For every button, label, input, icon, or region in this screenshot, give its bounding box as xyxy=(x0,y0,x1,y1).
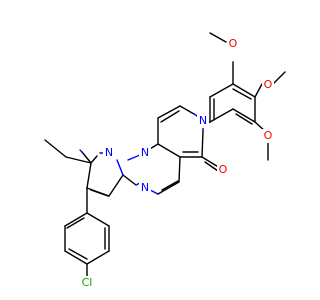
molecule-structure: N N N N O O O O Cl xyxy=(44,32,286,290)
chlorophenyl-ring xyxy=(64,187,110,277)
bond xyxy=(108,174,124,197)
bond xyxy=(178,156,181,183)
bond xyxy=(209,83,234,98)
bond xyxy=(161,180,179,191)
bond xyxy=(201,130,204,158)
bond xyxy=(149,189,159,195)
molecule-canvas: N N N N O O O O Cl xyxy=(44,32,286,290)
atom-label-o: O xyxy=(264,78,273,91)
atom-labels: N N N N O O O O Cl xyxy=(78,37,274,290)
bond xyxy=(235,113,253,125)
pyrazole-ring xyxy=(79,149,124,197)
pyrimidine-ring xyxy=(122,143,181,195)
trimethoxyphenyl-ring xyxy=(209,83,256,125)
atom-label-o: O xyxy=(264,129,273,142)
bond xyxy=(65,156,92,164)
bond xyxy=(86,250,110,265)
bond xyxy=(157,181,180,195)
ethyl-group xyxy=(44,139,92,164)
atom-label-n: N xyxy=(105,146,113,159)
atom-label-o: O xyxy=(219,163,228,176)
bond xyxy=(232,108,256,123)
bond xyxy=(44,139,67,158)
bond xyxy=(272,71,286,85)
bond xyxy=(79,149,83,153)
atom-label-cl: Cl xyxy=(82,276,93,289)
bond xyxy=(232,88,252,100)
bond xyxy=(193,113,198,117)
bond xyxy=(157,105,181,119)
atom-label-o: O xyxy=(229,37,238,50)
bond xyxy=(232,83,256,98)
bond xyxy=(116,159,124,176)
bond xyxy=(127,154,141,161)
pyridinone-ring xyxy=(157,105,204,158)
bond xyxy=(209,32,227,43)
bond xyxy=(90,189,109,197)
bond xyxy=(68,248,88,260)
bond xyxy=(64,212,88,227)
bond xyxy=(122,174,137,186)
bond xyxy=(157,143,181,158)
atom-label-n: N xyxy=(199,114,207,127)
bond xyxy=(64,250,88,265)
bond xyxy=(81,151,92,164)
atom-label-n: N xyxy=(141,146,149,159)
bond xyxy=(86,212,110,227)
bond xyxy=(204,161,219,172)
bond xyxy=(160,110,180,123)
atom-label-n: N xyxy=(141,181,149,194)
bond xyxy=(254,83,263,98)
bond xyxy=(90,155,98,164)
bond xyxy=(179,105,195,115)
bond xyxy=(66,217,85,229)
bond xyxy=(86,162,92,189)
